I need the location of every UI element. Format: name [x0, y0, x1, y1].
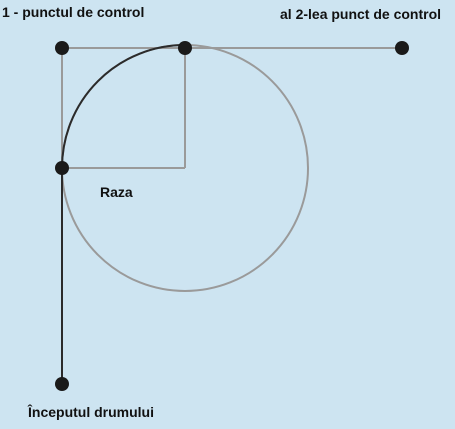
control-point-1-label: 1 - punctul de control — [2, 4, 145, 20]
radius-label: Raza — [100, 184, 133, 200]
path-start-label: Începutul drumului — [28, 404, 154, 420]
control-point-1-dot[interactable] — [55, 41, 69, 55]
control-point-2-dot[interactable] — [395, 41, 409, 55]
arc-end-point-dot[interactable] — [178, 41, 192, 55]
arc-start-point-dot[interactable] — [55, 161, 69, 175]
path-arc — [61, 44, 186, 169]
control-point-2-label: al 2-lea punct de control — [280, 6, 442, 22]
path-start-point-dot[interactable] — [55, 377, 69, 391]
